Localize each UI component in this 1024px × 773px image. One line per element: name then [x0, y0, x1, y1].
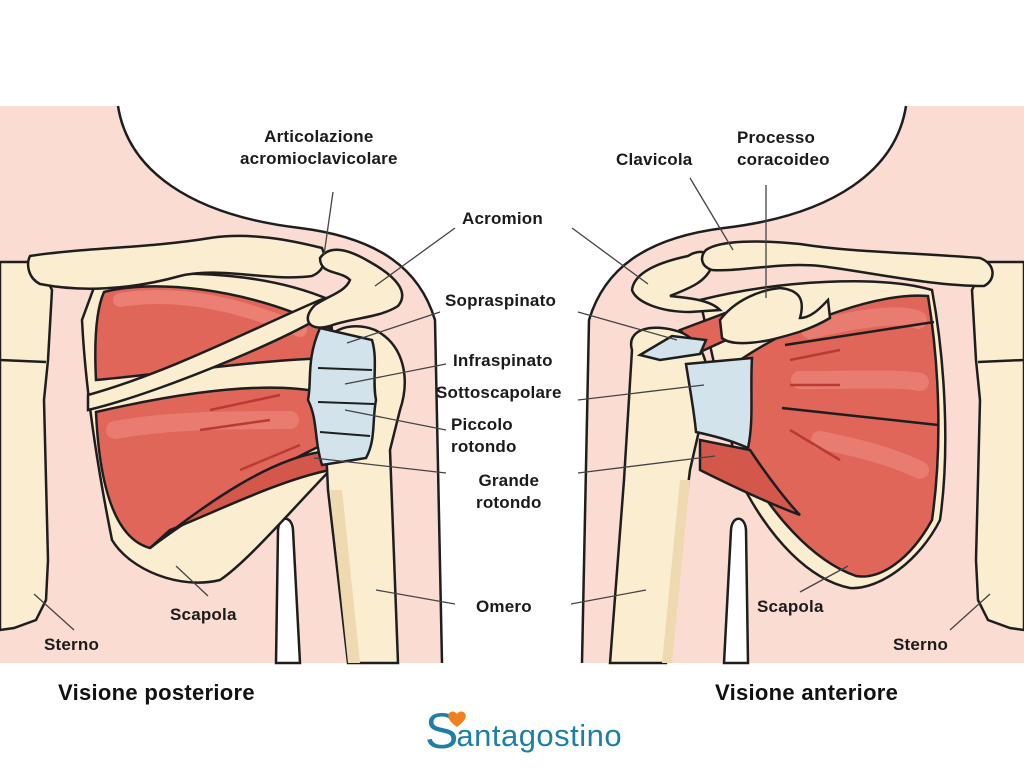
label-humerus: Omero	[476, 597, 532, 616]
label-teres-major: Grande rotondo	[476, 470, 542, 514]
posterior-clavicle	[26, 234, 326, 290]
label-line: rotondo	[451, 437, 517, 456]
label-teres-minor: Piccolo rotondo	[451, 414, 517, 458]
caption-anterior-view: Visione anteriore	[715, 680, 899, 705]
label-acromioclavicular-joint: Articolazione acromioclavicolare	[240, 126, 398, 170]
label-scapula-posterior: Scapola	[170, 605, 237, 624]
anterior-coracoid	[718, 286, 832, 345]
label-scapula-anterior: Scapola	[757, 597, 824, 616]
anterior-sternum	[970, 260, 1024, 632]
posterior-sternum	[0, 260, 54, 632]
label-subscapularis: Sottoscapolare	[436, 383, 562, 402]
heart-icon	[448, 711, 466, 727]
label-sternum-anterior: Sterno	[893, 635, 949, 654]
label-coracoid-process: Processo coracoideo	[737, 127, 830, 171]
label-line: Piccolo	[451, 415, 513, 434]
label-line: Articolazione	[264, 127, 374, 146]
anterior-clavicle	[700, 240, 994, 288]
brand-logo: S antagostino	[425, 700, 622, 756]
posterior-view	[0, 105, 444, 665]
logo-initial: S	[425, 706, 466, 756]
anterior-view	[580, 105, 1024, 665]
label-line: rotondo	[476, 493, 542, 512]
posterior-supraspinatus-muscle	[94, 285, 332, 382]
logo-wordmark: antagostino	[456, 718, 623, 753]
label-line: Grande	[478, 471, 540, 490]
label-clavicle: Clavicola	[616, 150, 693, 169]
anterior-teres-major-muscle	[698, 438, 801, 517]
label-line: coracoideo	[737, 150, 830, 169]
posterior-cuff-tendons	[306, 326, 378, 467]
leader-lines	[33, 177, 991, 631]
label-infraspinatus: Infraspinato	[453, 351, 553, 370]
label-supraspinatus: Sopraspinato	[445, 291, 557, 310]
anterior-subscapularis-tendon	[684, 356, 754, 450]
posterior-acromion	[306, 248, 404, 329]
label-sternum-posterior: Sterno	[44, 635, 100, 654]
label-acromion: Acromion	[462, 209, 543, 228]
label-line: Processo	[737, 128, 816, 147]
label-line: acromioclavicolare	[240, 149, 398, 168]
caption-posterior-view: Visione posteriore	[58, 680, 255, 705]
